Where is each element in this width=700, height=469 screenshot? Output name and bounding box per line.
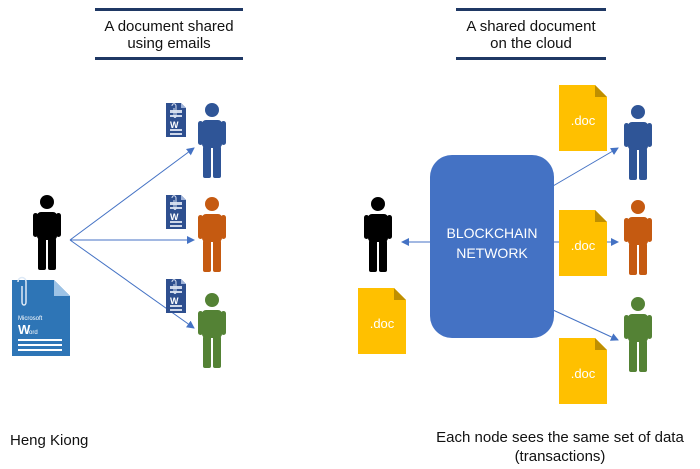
sender-person-icon — [33, 195, 61, 270]
small-doc-letter: W — [170, 120, 179, 130]
left-title: A document shared using emails — [95, 8, 243, 60]
word-document-icon: Microsoft W ord — [12, 276, 70, 356]
right-title-line1: A shared document — [466, 18, 596, 35]
left-title-top-bar — [95, 8, 243, 11]
left-title-line2: using emails — [127, 35, 211, 52]
blockchain-network-box — [430, 155, 554, 338]
network-label-line1: BLOCKCHAIN — [446, 225, 537, 241]
recipient-doc-icon-2: W — [165, 194, 187, 230]
word-doc-app-text: Microsoft — [18, 316, 43, 322]
right-caption-line2: (transactions) — [514, 448, 606, 465]
recipient-person-orange-icon — [198, 197, 226, 272]
right-title-top-bar — [456, 8, 606, 11]
right-title-bottom-bar — [456, 57, 606, 60]
doc-label: .doc — [370, 316, 395, 331]
node-doc-icon-1: .doc — [559, 85, 607, 151]
node-person-blue-icon — [624, 105, 652, 180]
node-person-orange-icon — [624, 200, 652, 275]
node-doc-icon-2: .doc — [559, 210, 607, 276]
small-doc-letter: W — [170, 296, 179, 306]
left-title-line1: A document shared — [104, 18, 234, 35]
network-label-line2: NETWORK — [456, 245, 528, 261]
local-doc-icon: .doc — [358, 288, 406, 354]
node-person-green-icon — [624, 297, 652, 372]
recipient-doc-icon-3: W — [165, 278, 187, 314]
right-caption-line1: Each node sees the same set of data — [436, 429, 684, 446]
email-arrows — [69, 147, 195, 329]
recipient-person-blue-icon — [198, 103, 226, 178]
word-doc-letter: W — [18, 322, 31, 337]
doc-label: .doc — [571, 366, 596, 381]
recipient-person-green-icon — [198, 293, 226, 368]
doc-label: .doc — [571, 113, 596, 128]
author-name: Heng Kiong — [10, 432, 89, 449]
word-doc-suffix: ord — [29, 330, 38, 336]
right-title-line2: on the cloud — [490, 35, 572, 52]
left-title-bottom-bar — [95, 57, 243, 60]
right-title: A shared document on the cloud — [456, 8, 606, 60]
node-doc-icon-3: .doc — [559, 338, 607, 404]
recipient-doc-icon-1: W — [165, 102, 187, 138]
local-person-icon — [364, 197, 392, 272]
small-doc-letter: W — [170, 212, 179, 222]
right-caption: Each node sees the same set of data (tra… — [425, 428, 695, 466]
doc-label: .doc — [571, 238, 596, 253]
